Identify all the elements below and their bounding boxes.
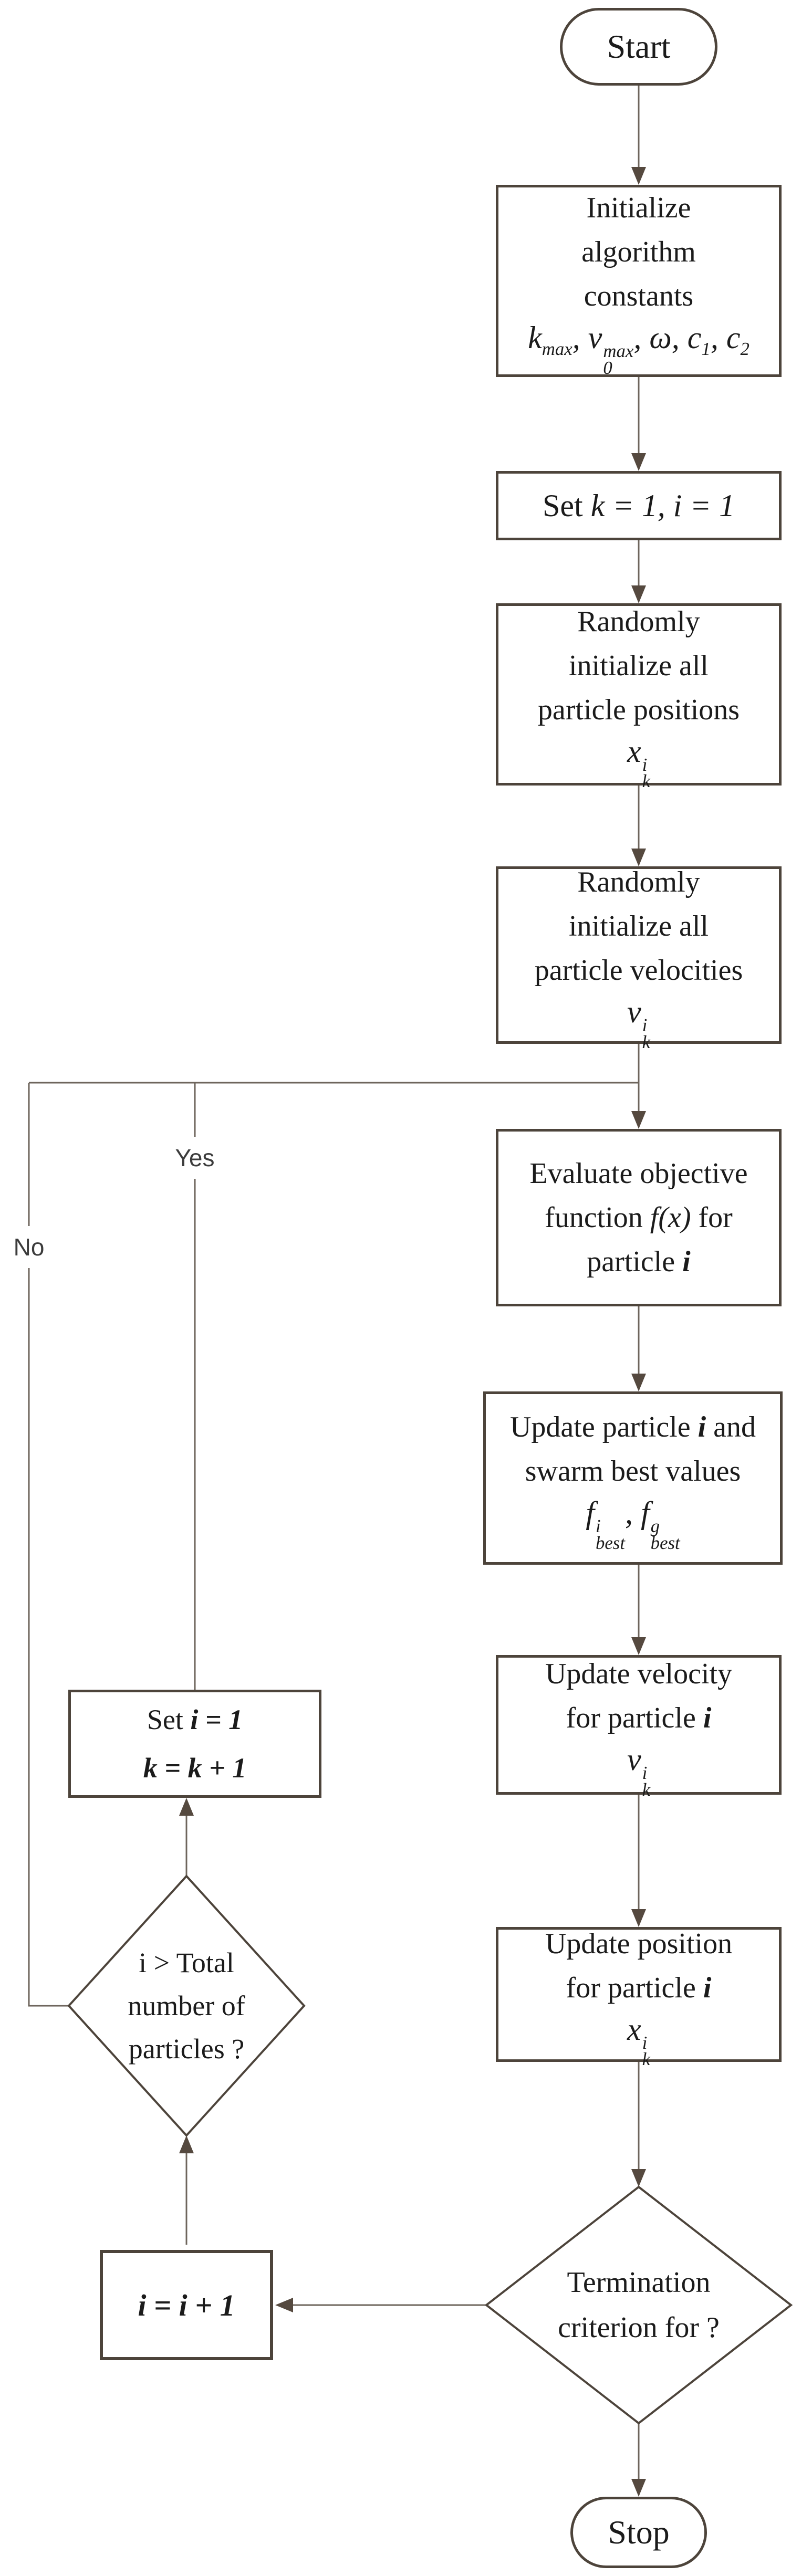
- arrowhead-into-updpos: [631, 1909, 646, 1927]
- particles-check-line3: particles ?: [128, 2033, 245, 2065]
- particles-check-line2: number of: [128, 1990, 245, 2022]
- node-set-i-reset: Set i = 1 k = k + 1: [68, 1690, 321, 1798]
- node-init-velocities: Randomly initialize all particle velocit…: [496, 866, 782, 1051]
- init-constants-line2: algorithm: [581, 236, 696, 268]
- arrowhead-into-seti: [179, 1798, 194, 1816]
- edge-label-no: No: [13, 1233, 45, 1261]
- node-set-k: Set k = 1, i = 1: [496, 471, 782, 540]
- update-best-line2: swarm best values: [525, 1454, 741, 1488]
- init-constants-line1: Initialize: [586, 192, 691, 224]
- arrowhead-into-setk: [631, 453, 646, 471]
- arrowhead-into-best: [631, 1374, 646, 1391]
- init-velocities-line2: initialize all: [569, 910, 709, 943]
- node-init-positions: Randomly initialize all particle positio…: [496, 603, 782, 790]
- arrowhead-into-positions: [631, 585, 646, 603]
- set-i-line1: Set i = 1: [147, 1704, 243, 1735]
- arrowhead-into-velocities: [631, 849, 646, 866]
- set-k-line: Set k = 1, i = 1: [543, 488, 735, 523]
- init-velocities-line1: Randomly: [577, 866, 700, 898]
- evaluate-line3: particle i: [587, 1245, 691, 1278]
- increment-i-expr: i = i + 1: [138, 2288, 235, 2322]
- flow-line-no-lower: [28, 1268, 69, 2007]
- init-positions-line2: initialize all: [569, 649, 709, 682]
- edge-label-yes: Yes: [175, 1144, 215, 1171]
- init-constants-line3: constants: [584, 280, 694, 312]
- termination-line2: criterion for ?: [558, 2311, 720, 2344]
- node-termination-decision: Termination criterion for ?: [507, 2248, 770, 2362]
- termination-line1: Termination: [567, 2266, 711, 2299]
- node-particles-decision: i > Total number of particles ?: [81, 1917, 292, 2095]
- arrowhead-into-updvel: [631, 1637, 646, 1655]
- arrowhead-into-check: [179, 2135, 194, 2153]
- arrowhead-into-init: [631, 167, 646, 185]
- node-start: Start: [560, 8, 717, 86]
- particles-check-line1: i > Total: [139, 1947, 234, 1978]
- arrowhead-into-termination: [631, 2169, 646, 2187]
- update-velocity-line2: for particle i: [566, 1702, 712, 1734]
- update-position-line1: Update position: [545, 1927, 733, 1960]
- init-positions-line1: Randomly: [577, 605, 700, 638]
- evaluate-line2: function f(x) for: [545, 1201, 733, 1234]
- termination-decision-diamond-shape: [484, 2185, 793, 2425]
- particles-decision-diamond-shape: [67, 1875, 306, 2137]
- update-position-line2: for particle i: [566, 1971, 712, 2004]
- node-increment-i: i = i + 1: [100, 2250, 273, 2360]
- stop-label: Stop: [608, 2514, 670, 2551]
- set-i-line2: k = k + 1: [143, 1752, 247, 1784]
- start-label: Start: [607, 28, 671, 65]
- node-evaluate-objective: Evaluate objective function f(x) for par…: [496, 1129, 782, 1306]
- update-best-line1: Update particle i and: [509, 1410, 756, 1443]
- arrowhead-into-evaluate: [631, 1111, 646, 1129]
- init-velocities-line3: particle velocities: [534, 954, 743, 987]
- update-velocity-line1: Update velocity: [545, 1658, 733, 1690]
- node-stop: Stop: [570, 2497, 707, 2568]
- node-update-best: Update particle i and swarm best values …: [483, 1391, 783, 1565]
- arrowhead-into-stop: [631, 2479, 646, 2497]
- evaluate-line1: Evaluate objective: [529, 1157, 748, 1190]
- arrowhead-into-increment: [275, 2298, 293, 2312]
- init-positions-line3: particle positions: [537, 693, 740, 726]
